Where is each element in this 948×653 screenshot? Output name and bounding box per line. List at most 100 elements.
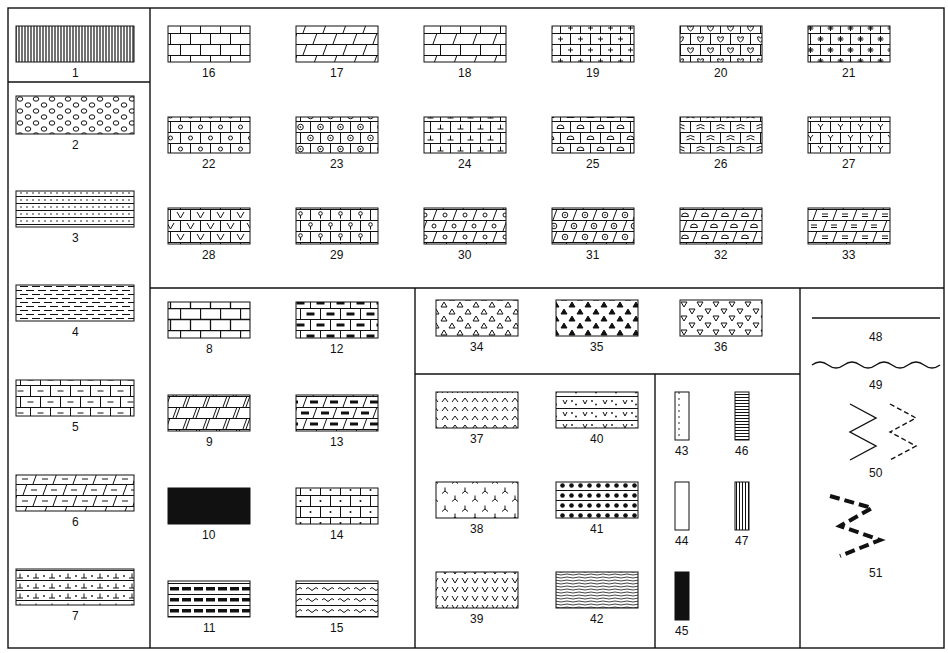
outer-frame xyxy=(8,8,944,648)
pattern-number: 44 xyxy=(675,534,688,548)
lithology-swatch xyxy=(296,208,378,244)
lithology-swatch xyxy=(680,300,762,336)
lithology-swatch xyxy=(16,285,134,321)
grid-line xyxy=(8,81,150,82)
column-bar xyxy=(675,482,689,530)
pattern-number: 22 xyxy=(202,157,215,171)
pattern-number: 33 xyxy=(842,248,855,262)
column-bar xyxy=(675,572,689,620)
lithology-swatch xyxy=(552,208,634,244)
pattern-number: 10 xyxy=(202,528,215,542)
lithology-swatch xyxy=(556,300,638,336)
pattern-number: 8 xyxy=(206,342,213,356)
lithology-swatch xyxy=(552,117,634,153)
pattern-number: 21 xyxy=(842,66,855,80)
lithology-swatch xyxy=(436,300,518,336)
column-bar xyxy=(675,392,689,440)
pattern-number: 35 xyxy=(590,340,603,354)
lithology-swatch xyxy=(556,392,638,428)
lithology-swatch xyxy=(436,482,518,518)
lithology-swatch xyxy=(168,302,250,338)
pattern-number: 50 xyxy=(869,466,882,480)
pattern-number: 1 xyxy=(72,66,79,80)
pattern-number: 17 xyxy=(330,66,343,80)
pattern-number: 27 xyxy=(842,157,855,171)
lithology-swatch xyxy=(16,26,134,62)
pattern-number: 12 xyxy=(330,342,343,356)
pattern-number: 7 xyxy=(72,609,79,623)
grid-line xyxy=(414,288,415,648)
pattern-number: 25 xyxy=(586,157,599,171)
lithology-swatch xyxy=(168,395,250,431)
fault-symbol xyxy=(850,404,876,460)
pattern-number: 42 xyxy=(590,612,603,626)
pattern-number: 24 xyxy=(458,157,471,171)
lithology-swatch xyxy=(296,117,378,153)
fault-symbol xyxy=(890,404,916,460)
grid-line xyxy=(654,374,655,648)
pattern-number: 15 xyxy=(330,621,343,635)
pattern-number: 11 xyxy=(203,621,215,635)
grid-line xyxy=(150,287,944,288)
lithology-swatch xyxy=(296,26,378,62)
lithology-swatch xyxy=(808,117,890,153)
lithology-swatch xyxy=(556,482,638,518)
lithology-swatch xyxy=(168,26,250,62)
pattern-number: 6 xyxy=(72,515,79,529)
contact-line xyxy=(812,317,940,318)
pattern-number: 19 xyxy=(586,66,599,80)
pattern-number: 31 xyxy=(586,248,599,262)
lithology-swatch xyxy=(16,569,134,605)
pattern-number: 49 xyxy=(869,378,882,392)
grid-line xyxy=(149,8,150,648)
lithology-swatch xyxy=(296,302,378,338)
pattern-number: 46 xyxy=(735,444,748,458)
lithology-swatch xyxy=(168,117,250,153)
pattern-number: 13 xyxy=(330,435,343,449)
lithology-swatch xyxy=(16,475,134,511)
lithology-swatch xyxy=(424,208,506,244)
fault-symbol xyxy=(830,496,880,556)
lithology-swatch xyxy=(556,572,638,608)
lithology-swatch xyxy=(296,581,378,617)
pattern-number: 40 xyxy=(590,432,603,446)
column-bar xyxy=(735,392,749,440)
pattern-number: 45 xyxy=(675,624,688,638)
pattern-number: 4 xyxy=(72,325,79,339)
lithology-swatch xyxy=(424,117,506,153)
pattern-number: 9 xyxy=(206,435,213,449)
lithology-swatch xyxy=(680,26,762,62)
grid-lines xyxy=(8,8,944,648)
pattern-number: 5 xyxy=(72,420,79,434)
pattern-number: 36 xyxy=(714,340,727,354)
pattern-number: 18 xyxy=(458,66,471,80)
pattern-number: 29 xyxy=(330,248,343,262)
lithology-swatch xyxy=(296,395,378,431)
lithology-swatch xyxy=(168,208,250,244)
lithology-swatch xyxy=(168,488,250,524)
pattern-number: 39 xyxy=(470,612,483,626)
lithology-swatch xyxy=(680,117,762,153)
pattern-number: 32 xyxy=(714,248,727,262)
grid-line xyxy=(415,373,800,374)
pattern-number: 26 xyxy=(714,157,727,171)
pattern-number: 16 xyxy=(202,66,215,80)
lithology-swatch xyxy=(296,488,378,524)
lithology-swatch xyxy=(808,26,890,62)
pattern-number: 43 xyxy=(675,444,688,458)
column-bar xyxy=(735,482,749,530)
pattern-number: 20 xyxy=(714,66,727,80)
pattern-number: 3 xyxy=(72,231,79,245)
grid-line xyxy=(799,288,800,648)
unconformity-line xyxy=(812,362,940,368)
pattern-number: 2 xyxy=(72,138,79,152)
pattern-number: 14 xyxy=(330,528,343,542)
lithology-swatch xyxy=(808,208,890,244)
lithology-swatch xyxy=(552,26,634,62)
pattern-number: 37 xyxy=(470,432,483,446)
pattern-number: 28 xyxy=(202,248,215,262)
lithology-swatch xyxy=(424,26,506,62)
pattern-number: 41 xyxy=(590,522,603,536)
